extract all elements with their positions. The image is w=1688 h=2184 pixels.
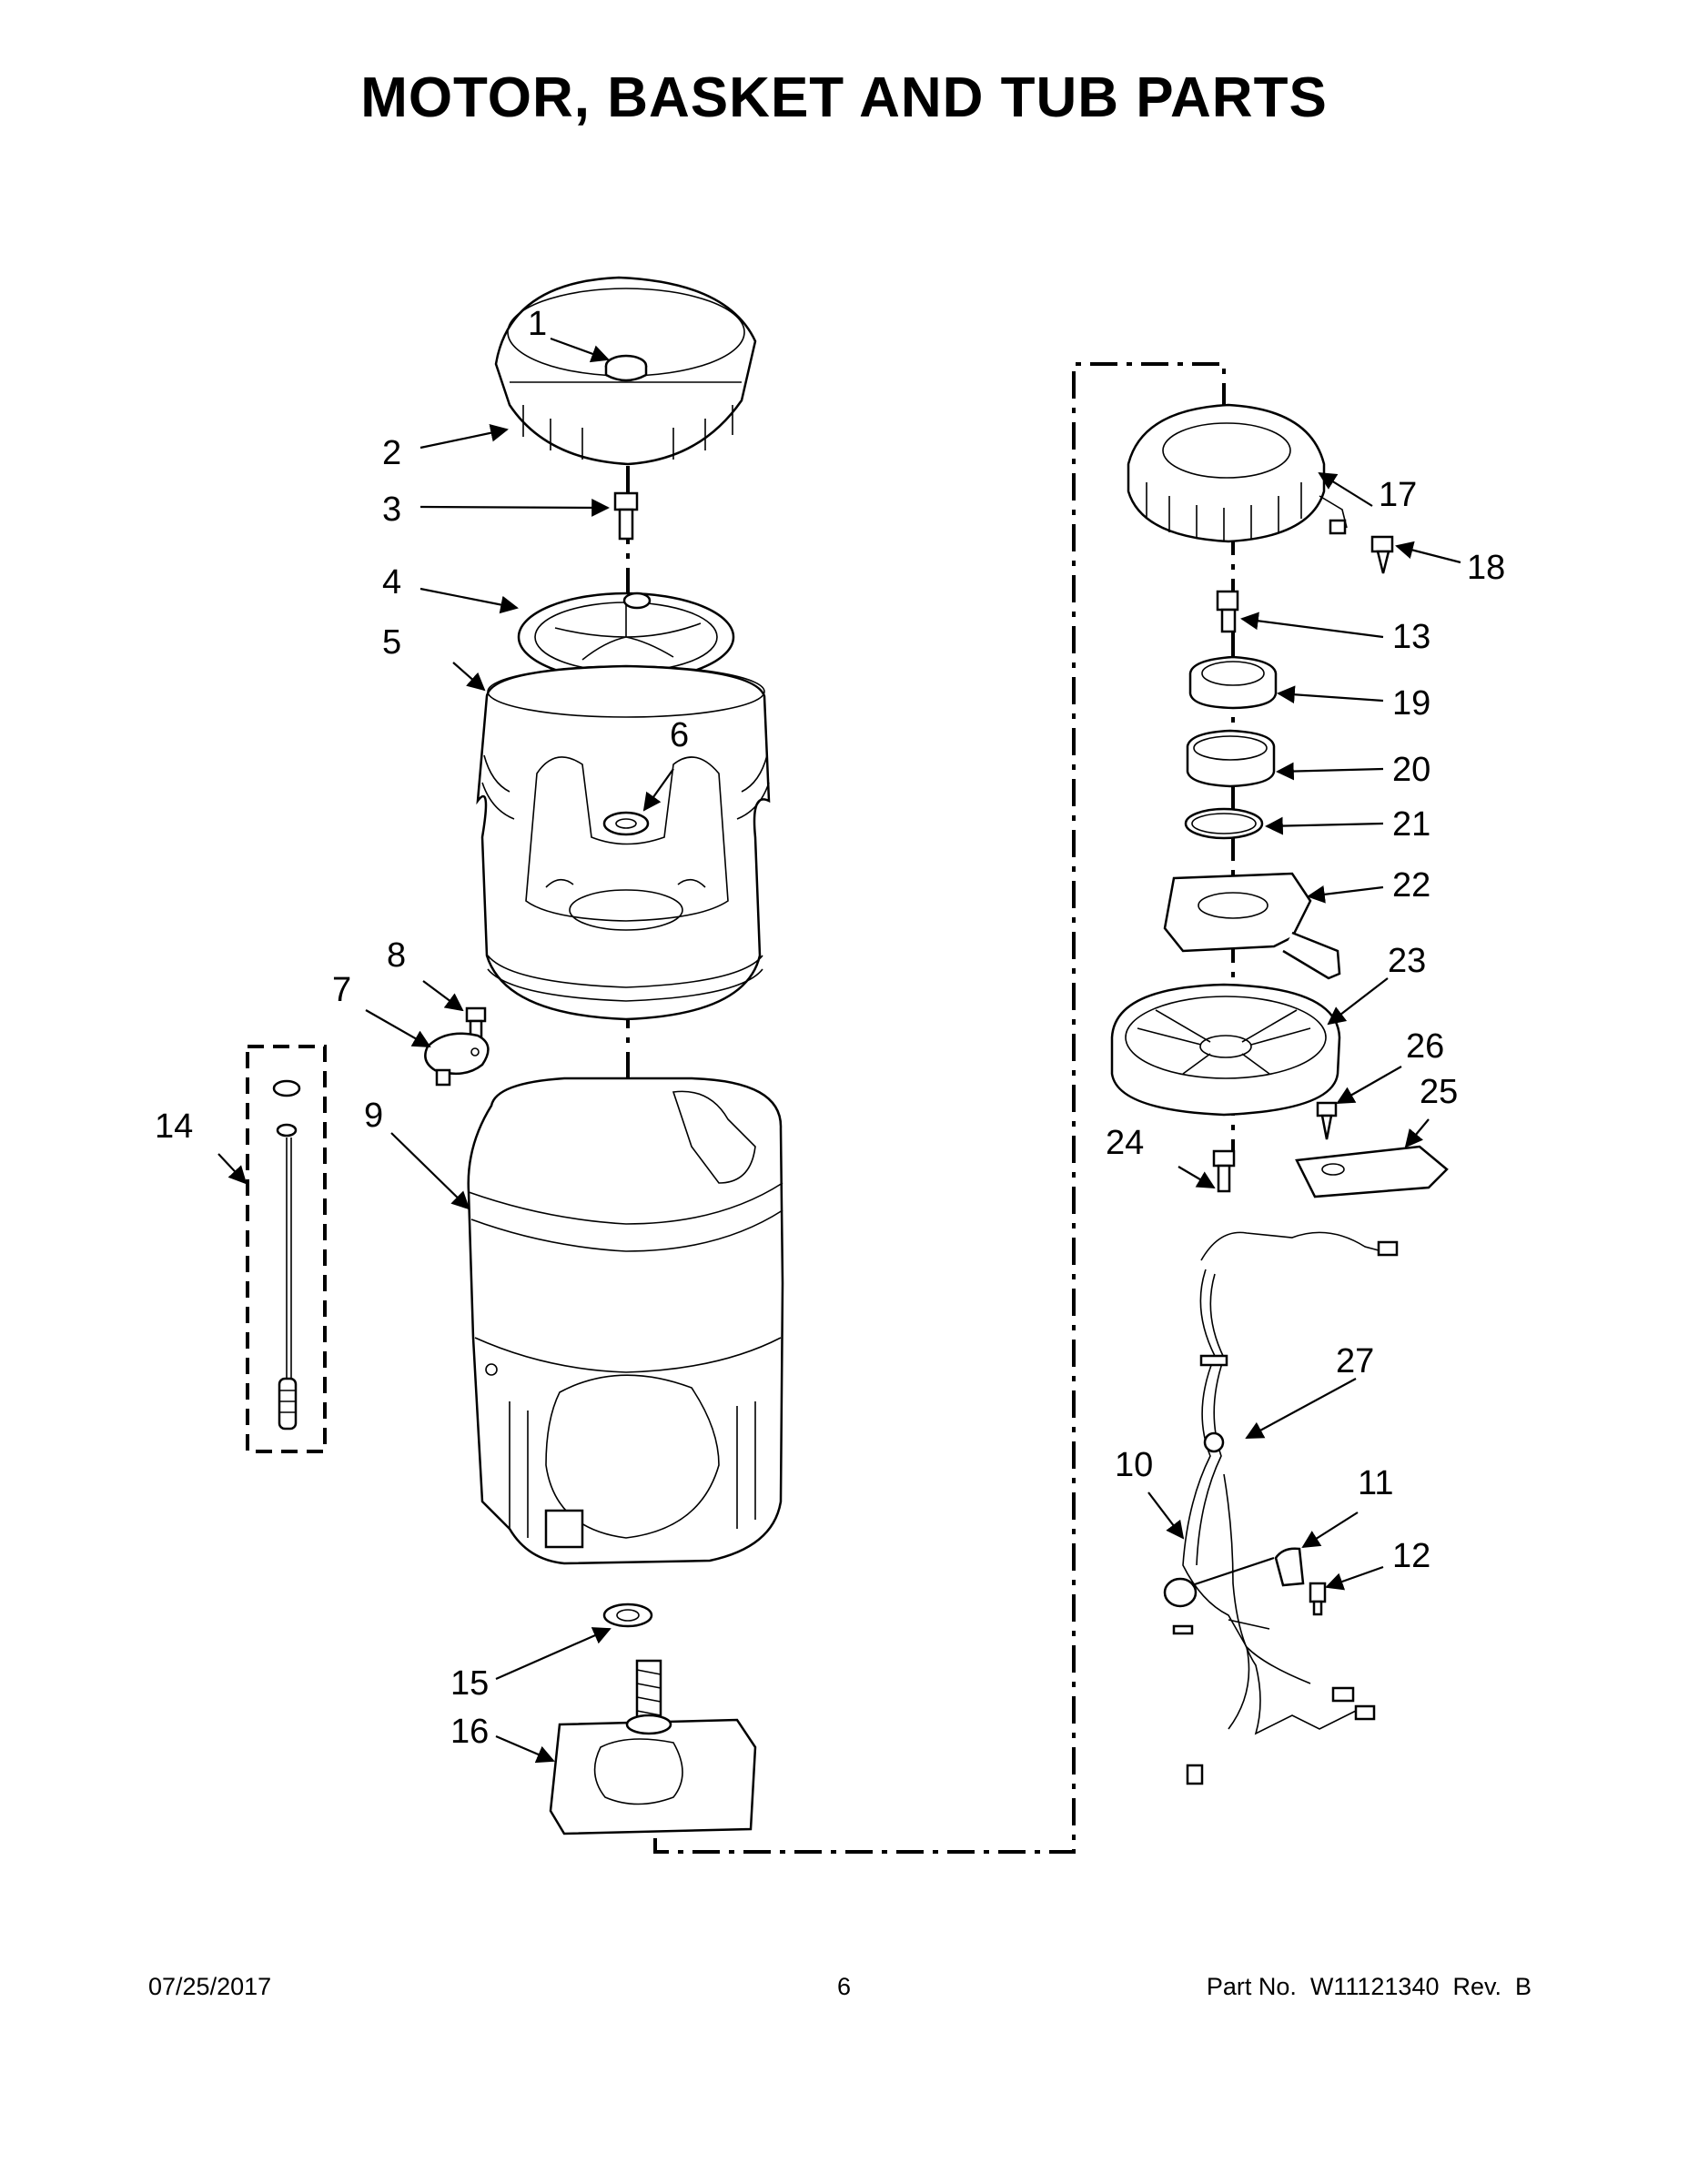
part-7-bracket (424, 1032, 490, 1087)
part-1-cap (604, 354, 648, 382)
callout-4: 4 (382, 563, 401, 602)
callout-2: 2 (382, 434, 401, 472)
part-6-hub-nut (602, 811, 650, 836)
part-5-basket (476, 664, 771, 1021)
part-13-bolt (1216, 590, 1239, 633)
callout-11: 11 (1358, 1464, 1393, 1502)
part-19-bearing (1188, 655, 1278, 710)
part-21-retaining-ring (1184, 807, 1264, 840)
callout-6: 6 (670, 716, 689, 754)
callout-19: 19 (1392, 684, 1430, 723)
part-22-bracket (1163, 872, 1341, 980)
callout-5: 5 (382, 623, 401, 662)
part-4-impeller (517, 592, 735, 682)
callout-labels: 1 2 3 4 5 6 7 8 9 10 11 12 13 14 15 16 1… (155, 305, 1505, 1751)
part-16-gearcase (549, 1659, 757, 1835)
part-27-wire-harness (1182, 1231, 1399, 1785)
part-3-bolt (613, 491, 639, 541)
callout-24: 24 (1106, 1124, 1144, 1162)
callout-13: 13 (1392, 618, 1430, 656)
page-title: MOTOR, BASKET AND TUB PARTS (360, 66, 1328, 129)
callout-18: 18 (1467, 549, 1505, 587)
callout-27: 27 (1336, 1342, 1374, 1380)
callout-26: 26 (1406, 1027, 1444, 1066)
part-24-bolt (1212, 1149, 1236, 1193)
part-17-stator (1127, 403, 1348, 543)
part-23-rotor (1110, 983, 1341, 1117)
part-12-screw (1309, 1582, 1327, 1616)
part-14-pressure-hose (246, 1045, 327, 1453)
callout-22: 22 (1392, 866, 1430, 905)
part-10-wire-tie (1163, 1556, 1275, 1635)
part-11-clip (1274, 1547, 1305, 1587)
callout-15: 15 (450, 1664, 489, 1703)
footer-page-number: 6 (836, 1973, 852, 2000)
callout-21: 21 (1392, 805, 1430, 844)
callout-20: 20 (1392, 751, 1430, 789)
callout-8: 8 (387, 936, 406, 975)
callout-9: 9 (364, 1097, 383, 1135)
callout-17: 17 (1379, 476, 1417, 514)
callout-7: 7 (332, 971, 351, 1009)
footer-part-number: Part No. W11121340 Rev. B (1206, 1973, 1531, 2000)
part-18-screw (1370, 535, 1394, 574)
callout-3: 3 (382, 490, 401, 529)
footer-date: 07/25/2017 (148, 1973, 272, 2000)
callout-16: 16 (450, 1713, 489, 1751)
part-26-screw (1316, 1101, 1338, 1140)
part-9-outer-tub (467, 1077, 784, 1565)
callout-14: 14 (155, 1107, 193, 1146)
part-15-washer (602, 1603, 653, 1628)
part-25-shield (1295, 1145, 1449, 1198)
callout-23: 23 (1388, 942, 1426, 980)
callout-12: 12 (1392, 1537, 1430, 1575)
part-20-ring (1186, 729, 1276, 788)
callout-1: 1 (528, 305, 547, 343)
callout-10: 10 (1115, 1446, 1153, 1484)
callout-25: 25 (1420, 1073, 1458, 1111)
leader-arrows (217, 337, 1461, 1764)
